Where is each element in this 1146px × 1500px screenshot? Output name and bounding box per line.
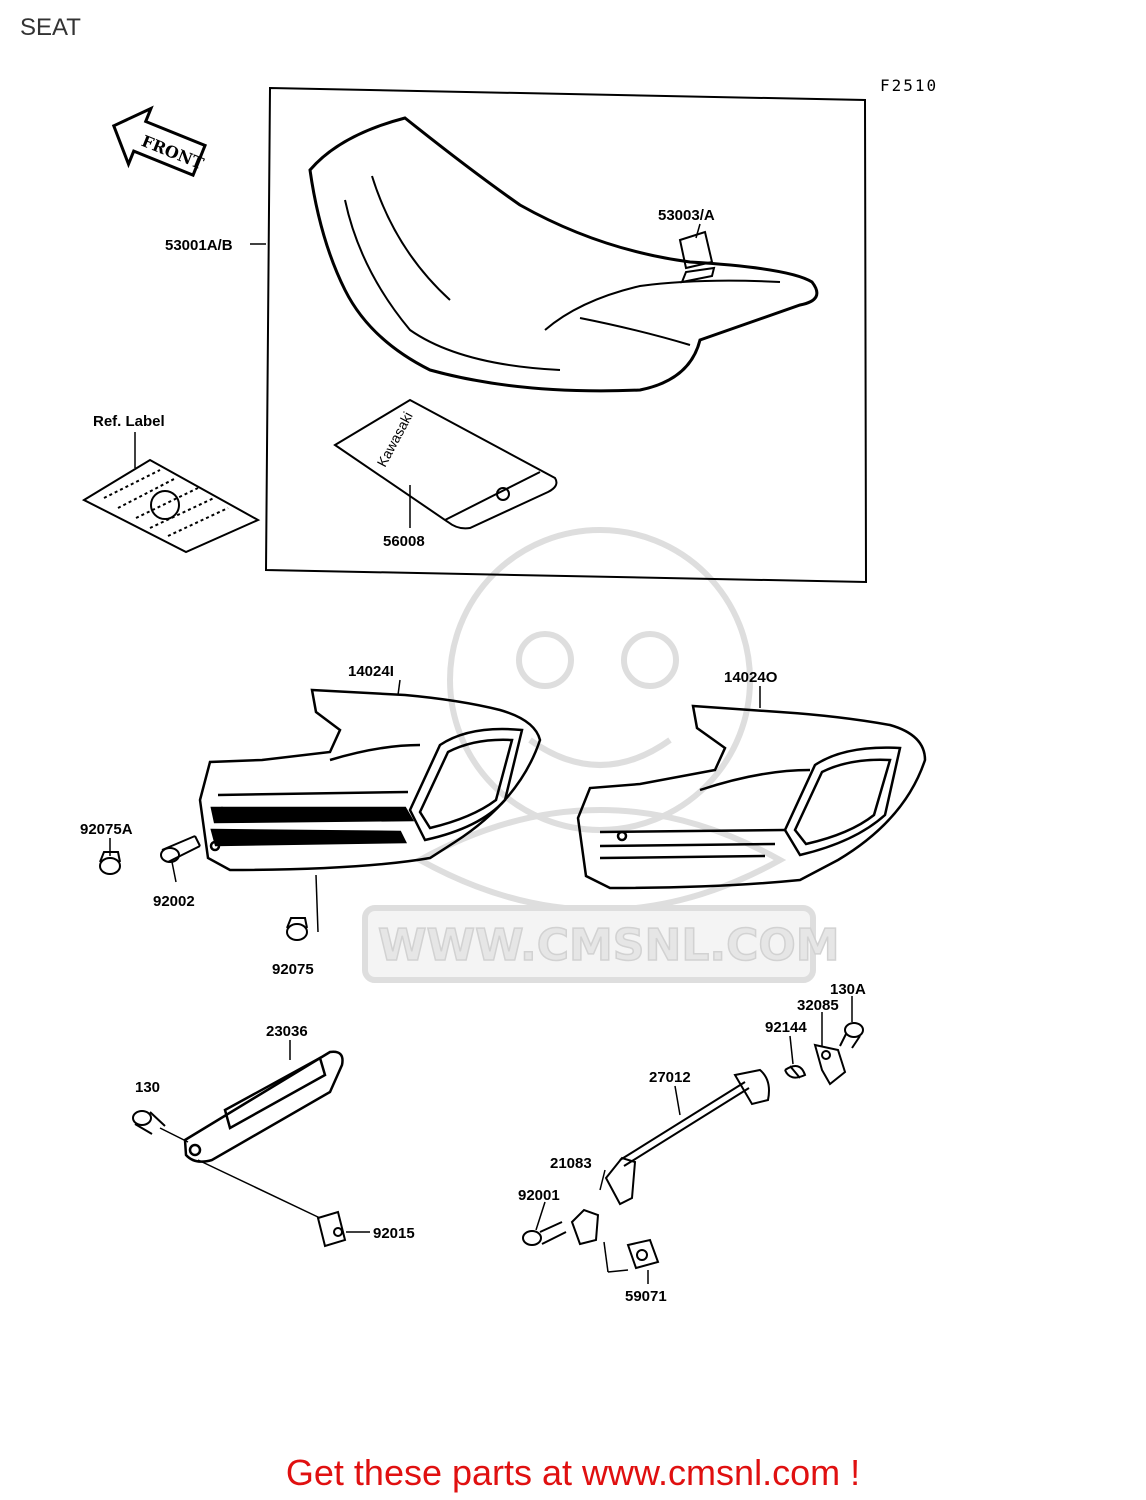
part-labels: 53001A/B 53003/A 56008 14024I 14024O 920… <box>80 207 866 1305</box>
leader-53003a <box>695 223 701 239</box>
part-label-14024i: 14024I <box>348 663 394 680</box>
latch-32085 <box>813 1043 847 1086</box>
clip-92015 <box>316 1210 347 1248</box>
leader-21083 <box>599 1169 606 1191</box>
part-label-53003a: 53003/A <box>658 207 715 224</box>
bolt-92001 <box>522 1221 567 1246</box>
lock-cylinder-59071 <box>626 1238 660 1270</box>
bolt-130a <box>839 1022 864 1049</box>
part-label-92144: 92144 <box>765 1019 807 1036</box>
leader-92001 <box>535 1201 546 1231</box>
side-cover-right <box>576 704 927 890</box>
side-cover-left <box>198 688 542 872</box>
grommet-92075 <box>286 917 308 941</box>
leader-92002 <box>171 861 177 883</box>
watermark-mascot-eye-right <box>621 631 679 689</box>
part-label-21083: 21083 <box>550 1155 592 1172</box>
part-label-59071: 59071 <box>625 1288 667 1305</box>
leader-59071 <box>607 1269 629 1273</box>
watermark <box>362 527 816 983</box>
grommet-92075a <box>99 851 121 875</box>
part-label-23036: 23036 <box>266 1023 308 1040</box>
leader-59071-b <box>603 1241 609 1273</box>
seat-kit-frame <box>264 86 868 584</box>
seat-label-decal: Kawasaki <box>333 398 558 530</box>
part-label-92015: 92015 <box>373 1225 415 1242</box>
part-label-92075: 92075 <box>272 961 314 978</box>
bolt-130 <box>132 1110 166 1135</box>
part-label-27012: 27012 <box>649 1069 691 1086</box>
ref-label-sheet <box>81 458 261 554</box>
bolt-92002 <box>160 835 201 863</box>
page-title: SEAT <box>20 14 81 41</box>
part-label-92075a: 92075A <box>80 821 133 838</box>
part-label-130a: 130A <box>830 981 866 998</box>
bracket-23036 <box>183 1050 344 1163</box>
part-label-130: 130 <box>135 1079 160 1096</box>
parts-diagram: WWW.CMSNL.COM FRONT Kawasaki Ref. Label <box>80 86 927 1305</box>
leader-92015-a <box>197 1159 321 1219</box>
watermark-banner <box>362 905 816 983</box>
part-label-92002: 92002 <box>153 893 195 910</box>
leader-14024i <box>397 679 401 696</box>
part-label-92001: 92001 <box>518 1187 560 1204</box>
spring-92144 <box>784 1065 807 1079</box>
part-label-32085: 32085 <box>797 997 839 1014</box>
leader-92075 <box>315 874 319 933</box>
holder-59071-bracket <box>570 1208 600 1246</box>
watermark-text: WWW.CMSNL.COM <box>378 920 840 971</box>
leader-130 <box>159 1127 189 1143</box>
part-label-14024o: 14024O <box>724 669 778 686</box>
ref-label-text: Ref. Label <box>93 413 165 430</box>
watermark-oval <box>413 807 787 913</box>
watermark-mascot-head <box>447 527 753 833</box>
lever-21083 <box>604 1156 637 1206</box>
seat-lock-cable-27012 <box>619 1068 770 1167</box>
leader-lines <box>109 223 853 1284</box>
leader-92144 <box>789 1035 794 1065</box>
figure-id: F2510 <box>880 76 939 95</box>
watermark-mascot-mouth <box>528 737 672 768</box>
footer-cta-link[interactable]: Get these parts at www.cmsnl.com ! <box>285 1452 861 1493</box>
part-label-53001ab: 53001A/B <box>165 237 233 254</box>
seat-assembly <box>308 116 819 393</box>
watermark-mascot-eye-left <box>516 631 574 689</box>
part-label-56008: 56008 <box>383 533 425 550</box>
leader-27012 <box>674 1085 681 1116</box>
front-arrow: FRONT <box>111 105 208 178</box>
